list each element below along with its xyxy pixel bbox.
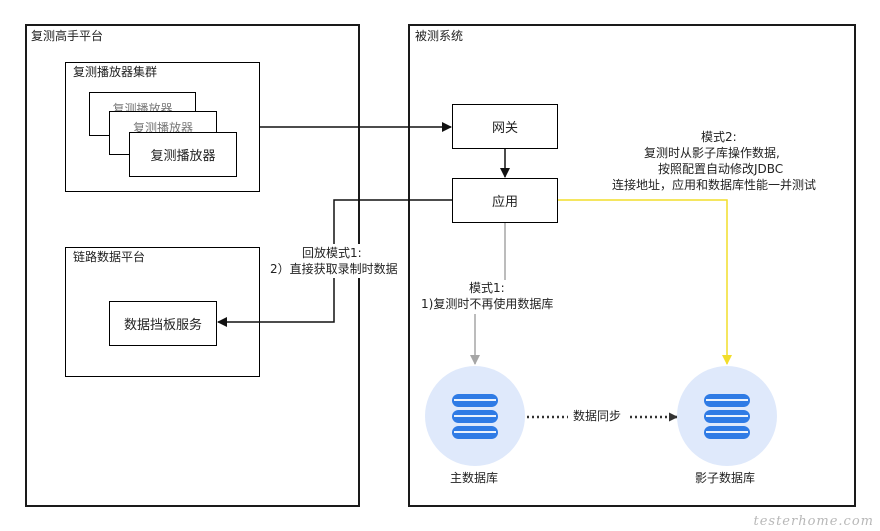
player-node-front: 复测播放器 xyxy=(129,132,237,177)
main-db-node xyxy=(425,366,525,466)
trace-data-platform-title: 链路数据平台 xyxy=(73,250,146,264)
main-db-label: 主数据库 xyxy=(450,471,499,485)
watermark: testerhome.com xyxy=(753,514,874,529)
mock-data-service-label: 数据挡板服务 xyxy=(123,318,202,333)
mode2-line1: 模式2: xyxy=(701,130,737,144)
mode1-line2: 1)复测时不再使用数据库 xyxy=(421,297,554,311)
gateway-label: 网关 xyxy=(491,121,518,136)
mock-data-service-node: 数据挡板服务 xyxy=(109,301,217,346)
mode1-line1: 模式1: xyxy=(469,281,505,295)
player-node-middle-label: 复测播放器 xyxy=(132,120,193,135)
player-node-front-label: 复测播放器 xyxy=(150,149,216,164)
replay-mode1-line1: 回放模式1: xyxy=(302,246,362,260)
main-database-icon xyxy=(425,366,525,466)
replay-mode1-label: 回放模式1: 2）直接获取录制时数据 xyxy=(270,244,400,278)
shadow-db-label: 影子数据库 xyxy=(695,471,756,485)
system-under-test-title: 被测系统 xyxy=(415,29,464,43)
application-label: 应用 xyxy=(491,195,518,210)
application-node: 应用 xyxy=(452,178,558,223)
shadow-db-node xyxy=(677,366,777,466)
mode2-arrow xyxy=(558,199,732,365)
mode1-label: 模式1: 1)复测时不再使用数据库 xyxy=(415,280,580,314)
mode2-line2: 复测时从影子库操作数据, xyxy=(644,146,780,160)
player-cluster-title: 复测播放器集群 xyxy=(73,65,158,79)
shadow-database-icon xyxy=(677,366,777,466)
mode2-label: 模式2: 复测时从影子库操作数据, 按照配置自动修改JDBC 连接地址，应用和数… xyxy=(600,130,850,198)
platform-panel-title: 复测高手平台 xyxy=(31,29,104,43)
replay-mode1-line2: 2）直接获取录制时数据 xyxy=(270,262,398,276)
gateway-node: 网关 xyxy=(452,104,558,149)
data-sync-label: 数据同步 xyxy=(573,409,622,423)
mode2-line3: 按照配置自动修改JDBC xyxy=(658,162,784,176)
mode2-line4: 连接地址，应用和数据库性能一并测试 xyxy=(612,178,817,192)
